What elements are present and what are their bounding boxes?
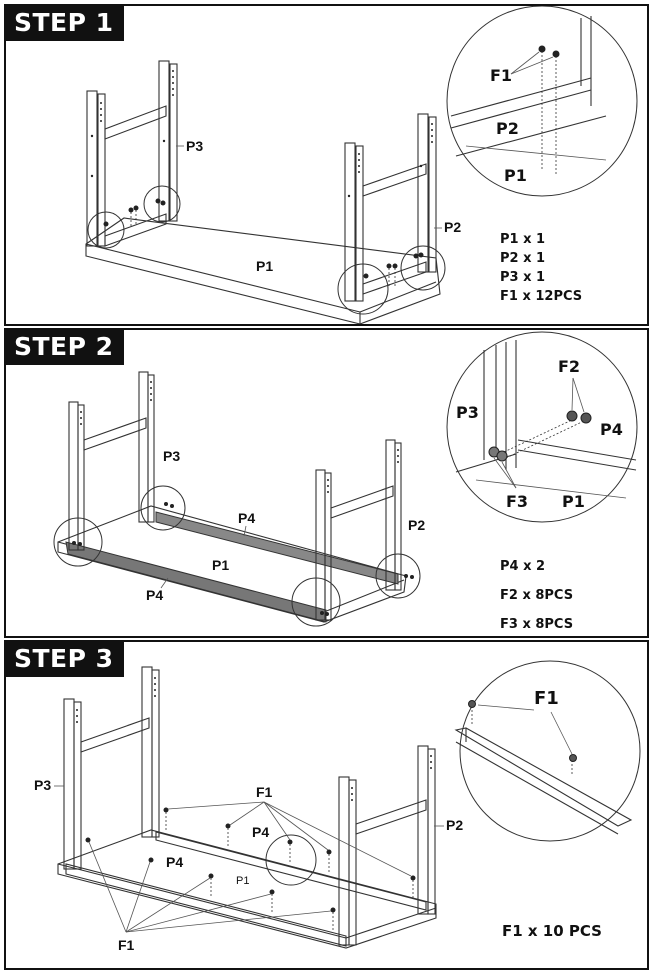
p3-label: P3 [186, 138, 203, 154]
p2-right-frame [338, 745, 436, 946]
step-2-illustration: P3 P4 P1 P4 P2 F2 [53, 331, 638, 627]
p4-front-rail [65, 541, 327, 623]
detail-p2-label: P2 [496, 119, 519, 138]
p1-label: P1 [256, 258, 273, 274]
p2-right-frame [344, 113, 437, 302]
p4-back-rail [155, 511, 399, 585]
p2-label: P2 [444, 219, 461, 235]
step-3-parts-list: F1 x 10 PCS [502, 922, 602, 940]
p1-board [57, 829, 437, 949]
p2-right-frame [315, 439, 402, 621]
parts-item: F1 x 10 PCS [502, 922, 602, 940]
p4-top-label: P4 [252, 824, 269, 840]
step-3-detail-view: F1 [454, 660, 641, 842]
step-3-panel: STEP 3 [4, 640, 649, 970]
detail-p4-label: P4 [600, 420, 623, 439]
step-2-panel: STEP 2 [4, 328, 649, 638]
p4-bottom-label: P4 [146, 587, 163, 603]
detail-p1-label: P1 [562, 492, 585, 511]
step-1-illustration: P3 P1 P2 F1 P2 P1 [85, 6, 638, 324]
f1-screw-markers [87, 185, 446, 315]
p2-label: P2 [446, 817, 463, 833]
step-2-parts-list: P4 x 2 F2 x 8PCS F3 x 8PCS [500, 552, 574, 636]
detail-p3-label: P3 [456, 403, 479, 422]
parts-item: P2 x 1 [500, 251, 546, 266]
p3-label: P3 [163, 448, 180, 464]
p1-board [85, 217, 441, 324]
parts-item: F3 x 8PCS [500, 617, 574, 632]
p2-label: P2 [408, 517, 425, 533]
step-3-tag: STEP 3 [6, 642, 124, 677]
step-3-illustration: F1 F1 P3 P4 P4 P1 P2 F1 [34, 660, 641, 953]
p1-label: P1 [212, 557, 229, 573]
detail-f1-label: F1 [534, 688, 559, 709]
detail-f1-label: F1 [490, 66, 512, 85]
parts-item: P3 x 1 [500, 270, 546, 285]
f1-bottom-label: F1 [118, 937, 135, 953]
f2-f3-markers [53, 485, 421, 627]
parts-item: P1 x 1 [500, 232, 546, 247]
f1-top-label: F1 [256, 784, 273, 800]
parts-item: P4 x 2 [500, 559, 546, 574]
parts-item: F1 x 12PCS [500, 289, 583, 304]
f1-screw-markers [85, 801, 416, 933]
step-2-tag: STEP 2 [6, 330, 124, 365]
detail-f3-label: F3 [506, 492, 528, 511]
step-1-detail-view: F1 P2 P1 [446, 6, 638, 197]
step-2-detail-view: F2 P3 P4 F3 P1 [446, 331, 638, 523]
step-1-tag: STEP 1 [6, 6, 124, 41]
detail-p1-label: P1 [504, 166, 527, 185]
step-1-panel: STEP 1 [4, 4, 649, 326]
p1-label: P1 [236, 875, 249, 887]
p3-left-frame [68, 371, 155, 551]
p3-label: P3 [34, 777, 51, 793]
parts-item: F2 x 8PCS [500, 588, 574, 603]
p3-left-frame [86, 60, 178, 247]
p4-top-label: P4 [238, 510, 255, 526]
p3-left-frame [63, 666, 160, 870]
step-1-parts-list: P1 x 1 P2 x 1 P3 x 1 F1 x 12PCS [500, 230, 582, 306]
p1-board [57, 505, 407, 623]
detail-f2-label: F2 [558, 357, 580, 376]
p4-bottom-label: P4 [166, 854, 183, 870]
